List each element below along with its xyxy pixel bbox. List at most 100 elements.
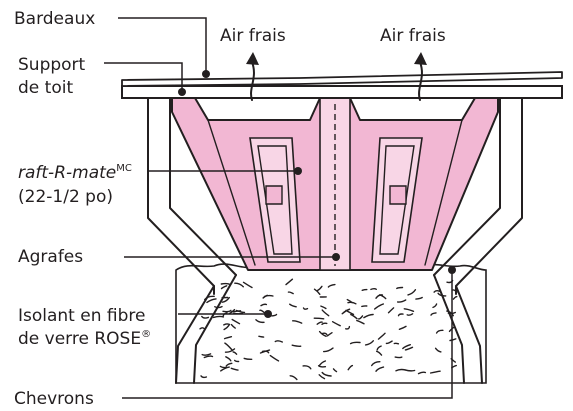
fiber-mark (321, 309, 330, 317)
fiber-mark (395, 368, 406, 372)
label-staples: Agrafes (18, 247, 83, 267)
fiber-mark (201, 315, 210, 319)
fiber-mark (417, 371, 427, 375)
fiber-mark (437, 292, 447, 297)
fiber-mark (224, 342, 233, 351)
fiber-mark (398, 325, 407, 330)
vent-fold-right (424, 119, 463, 266)
label-product-trademark: MC (116, 163, 132, 174)
left-rafter-leg-inner (193, 274, 237, 384)
insulation-outline (175, 262, 487, 384)
roof-deck (121, 85, 563, 99)
fiber-mark (302, 307, 309, 310)
fiber-mark (220, 366, 230, 372)
label-insulation-line1: Isolant en fibre (18, 306, 145, 326)
fiber-mark (232, 351, 238, 355)
fiber-mark (452, 295, 458, 300)
fiber-mark (260, 303, 268, 307)
rafters (147, 95, 523, 384)
fiber-mark (318, 374, 326, 380)
fiber-mark (356, 319, 365, 325)
fiber-mark (370, 287, 377, 291)
fiber-mark (225, 356, 232, 362)
fiber-mark (234, 359, 240, 363)
leader-shingles-dot (202, 70, 210, 78)
fiber-mark (319, 360, 327, 366)
label-insulation-trademark: ® (141, 329, 151, 340)
fiber-mark (363, 313, 374, 319)
fiber-mark (341, 308, 351, 315)
fiber-mark (397, 299, 407, 303)
fiber-mark (291, 344, 302, 347)
fiber-mark (377, 332, 386, 340)
fiber-mark (274, 340, 283, 343)
fiber-mark (258, 335, 265, 338)
fiber-mark (403, 308, 415, 312)
vent-fold-left (207, 119, 256, 266)
shingles (121, 71, 563, 87)
fiber-mark (407, 289, 417, 296)
fiber-mark (271, 313, 278, 317)
airflow-arrows (246, 52, 427, 101)
fiber-mark (223, 323, 231, 331)
fiber-mark (261, 350, 270, 354)
leader-staples-dot (332, 253, 340, 261)
fiber-mark (415, 296, 423, 300)
fiber-mark (313, 317, 325, 320)
fiber-mark (318, 330, 327, 337)
fiber-mark (313, 288, 321, 295)
fiber-mark (321, 322, 328, 325)
insulation-batt (175, 262, 487, 384)
fiber-mark (323, 347, 334, 353)
fiber-mark (396, 286, 404, 290)
fiber-mark (387, 307, 395, 314)
right-rafter-leg-outer (455, 285, 483, 384)
label-product: raft-R-mateMC (18, 163, 132, 183)
raft-r-mate-vent (171, 97, 499, 271)
fiber-mark (332, 368, 338, 373)
fiber-mark (224, 348, 236, 353)
fiber-mark (206, 298, 217, 304)
label-roof-deck-line2: de toit (18, 78, 73, 98)
air-arrow-left-shaft (250, 61, 255, 101)
fiber-mark (357, 315, 364, 320)
leader-lines (104, 17, 456, 399)
label-fresh-air-right: Air frais (380, 26, 446, 46)
leader-shingles (118, 17, 207, 72)
fiber-mark (376, 350, 383, 356)
fiber-mark (223, 336, 233, 340)
right-rafter-inner (433, 95, 501, 276)
fiber-mark (346, 298, 353, 304)
vent-tab-left (265, 185, 283, 205)
vent-tab-right (389, 185, 407, 205)
fiber-mark (231, 318, 241, 325)
fiber-mark (317, 365, 327, 368)
fiber-mark (375, 294, 384, 299)
leader-rafters-dot (448, 266, 456, 274)
fiber-mark (230, 367, 239, 371)
fiber-mark (430, 312, 437, 316)
fiber-mark (212, 315, 225, 319)
leader-product-dot (294, 167, 302, 175)
fiber-mark (364, 340, 374, 346)
fiber-mark (316, 285, 323, 292)
fiber-mark (289, 303, 297, 308)
fiber-mark (243, 357, 253, 361)
fiber-mark (406, 313, 414, 316)
left-rafter-inner (169, 95, 237, 276)
fiber-mark (327, 283, 336, 288)
fiber-mark (316, 321, 323, 325)
leader-rafters (122, 272, 453, 399)
fiber-mark (432, 303, 438, 309)
fiber-mark (200, 375, 208, 379)
fiber-mark (434, 347, 442, 353)
fiber-mark (326, 332, 333, 337)
vent-channel-left-inner (257, 145, 293, 255)
fiber-mark (345, 325, 351, 330)
fiber-mark (292, 320, 303, 324)
fiber-mark (345, 309, 355, 316)
fiber-mark (385, 340, 393, 345)
fiber-mark (404, 346, 414, 351)
fiber-mark (449, 338, 457, 342)
